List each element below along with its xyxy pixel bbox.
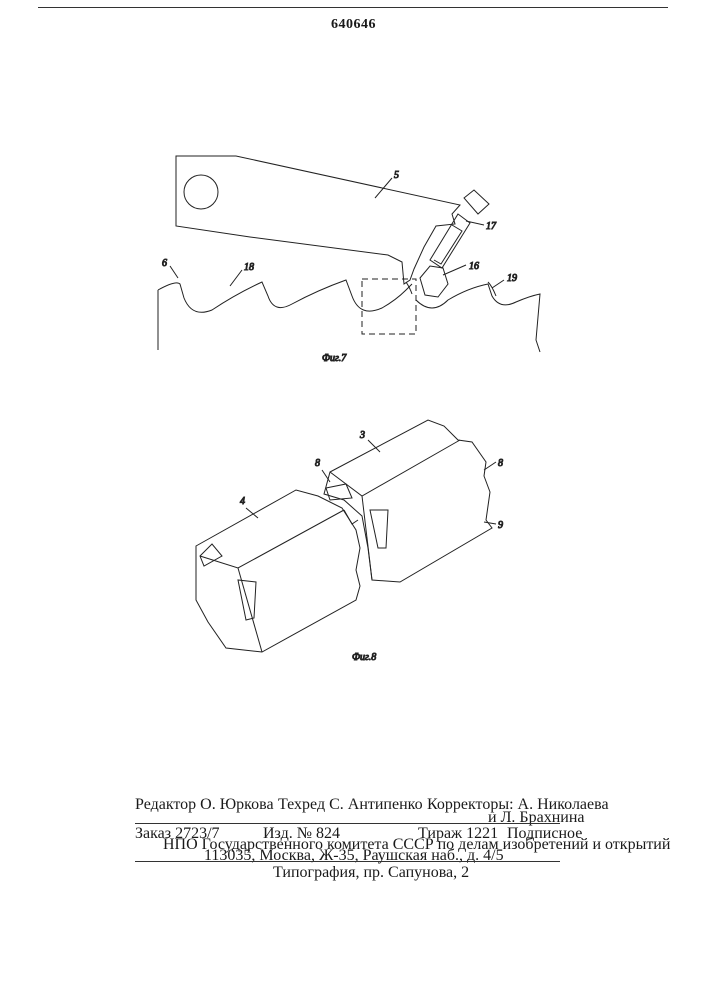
label-8a: 8 [315,458,320,469]
leader-6 [170,266,178,278]
label-18: 18 [244,262,254,273]
label-17: 17 [486,221,497,232]
figure-7-caption: Фиг.7 [322,353,347,364]
label-8b: 8 [498,458,503,469]
lever-arm [176,156,460,284]
block-3-front-edge [362,496,372,580]
block-4-chamfer [200,544,222,566]
editor-line: Редактор О. Юркова [135,796,274,814]
tooth-mark-16 [406,282,412,294]
leader-5 [375,178,392,198]
label-19: 19 [507,273,517,284]
techred-line: Техред С. Антипенко [278,796,423,814]
footer-rule-1 [135,823,560,824]
leader-18 [230,270,242,286]
label-4: 4 [240,496,245,507]
address-line: 113035, Москва, Ж-35, Раушская наб., д. … [204,847,504,865]
figure-7: 5 6 18 17 16 19 Фиг.7 [158,156,540,364]
leader-9 [484,522,496,524]
tool-holder [464,190,489,214]
block-3-groove [370,510,388,548]
leader-19 [492,280,504,288]
tool-shank [430,214,470,268]
printing-house: Типография, пр. Сапунова, 2 [273,864,469,882]
figure-8-caption: Фиг.8 [352,652,376,663]
block-3-chamfer [326,484,352,500]
saw-blade-profile [158,280,540,352]
dashed-frame [362,279,416,334]
label-9: 9 [498,520,503,531]
block-3-top-edge [330,440,460,496]
block-3 [324,420,492,582]
label-6: 6 [162,258,167,269]
label-3: 3 [359,430,365,441]
label-16: 16 [469,261,479,272]
label-5: 5 [394,170,399,181]
cutter-head [420,266,448,297]
figure-8: 3 4 8 8 9 Фиг.8 [196,420,503,663]
block-4-top-edge [200,510,344,568]
pivot-hole [184,175,218,209]
footer-rule-2 [135,861,560,862]
block-4-notch [344,510,358,524]
leader-16 [443,265,466,275]
